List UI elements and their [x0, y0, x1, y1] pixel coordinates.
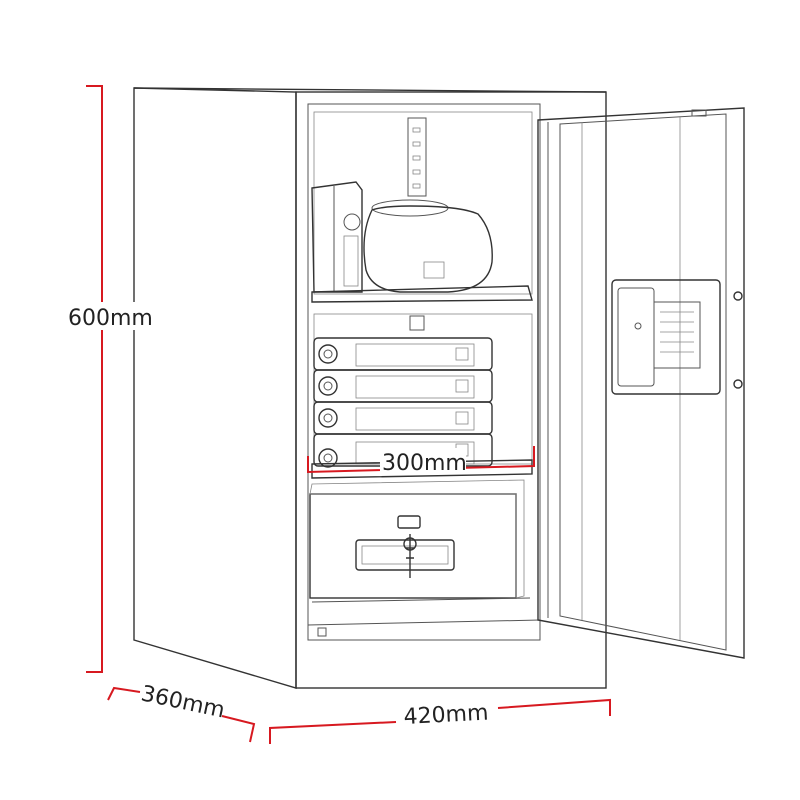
depth-label: 360mm — [139, 681, 227, 723]
key-head — [403, 537, 417, 551]
bottom-screw — [317, 627, 327, 637]
door-inner-panel — [559, 113, 727, 651]
key-icon — [406, 534, 414, 578]
drawer-bottom-line — [311, 597, 531, 603]
cabinet-body — [133, 87, 607, 689]
shelf-width-label: 300mm — [382, 451, 467, 476]
depth-dimension-line-right — [221, 715, 256, 743]
binder — [313, 337, 493, 371]
binder — [313, 369, 493, 403]
drawer-handle — [355, 539, 455, 571]
width-dimension-line-left — [269, 721, 397, 744]
upper-compartment-back — [313, 111, 533, 295]
adjust-slot — [412, 169, 421, 175]
jar-illustration — [363, 199, 493, 293]
dimension-annotations — [86, 85, 611, 744]
cabinet-opening — [307, 103, 541, 641]
adjust-slot — [412, 183, 421, 189]
binder — [313, 401, 493, 435]
upper-compartment — [311, 111, 533, 303]
depth-dimension-line-left — [107, 686, 141, 701]
width-label: 420mm — [403, 701, 489, 730]
door-panel — [537, 107, 745, 659]
drawer — [309, 479, 531, 603]
drawer-lock — [397, 515, 421, 529]
cabinet-bottom-rail — [307, 619, 541, 626]
adjust-slot — [412, 155, 421, 161]
door-bolt — [733, 291, 743, 301]
electronic-lock — [611, 279, 721, 395]
open-door — [537, 107, 745, 659]
door-bolt — [733, 379, 743, 389]
height-dimension-line — [86, 85, 103, 673]
drawer-housing — [309, 479, 525, 599]
adjust-slot — [412, 127, 421, 133]
shelf-label-backing — [380, 448, 466, 474]
upper-shelf — [311, 285, 533, 303]
height-label: 600mm — [68, 306, 153, 331]
adjust-slot — [412, 141, 421, 147]
cabinet-side-panel — [133, 87, 297, 689]
shelf-adjust-strip-lower — [409, 315, 425, 331]
shelf-adjust-strip — [407, 117, 427, 197]
drawer-handle-recess — [361, 545, 449, 565]
door-top-latch — [691, 109, 707, 117]
width-dimension-line-right — [497, 698, 611, 716]
cabinet-front-frame — [295, 91, 607, 689]
middle-compartment-back — [313, 313, 533, 465]
tea-box-illustration — [311, 181, 363, 293]
height-label-backing — [68, 302, 152, 330]
